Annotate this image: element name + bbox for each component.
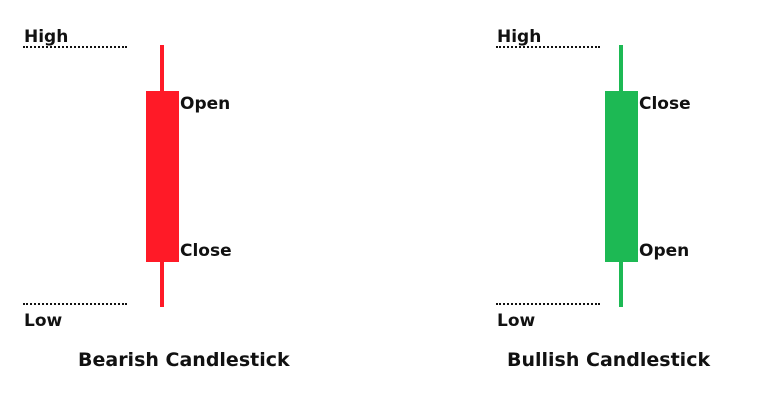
bullish-candlestick-panel: High Close Open Low Bullish Candlestick — [379, 0, 758, 409]
open-label: Open — [639, 241, 690, 261]
low-label: Low — [497, 311, 536, 331]
close-label: Close — [180, 241, 232, 261]
low-dotted-line — [496, 303, 600, 305]
open-label: Open — [180, 94, 231, 114]
high-dotted-line — [23, 46, 127, 48]
high-label: High — [497, 27, 542, 47]
candle-body — [146, 91, 179, 262]
close-label: Close — [639, 94, 691, 114]
caption: Bearish Candlestick — [78, 349, 290, 371]
low-dotted-line — [23, 303, 127, 305]
bearish-candlestick-panel: High Open Close Low Bearish Candlestick — [23, 27, 290, 371]
low-label: Low — [24, 311, 63, 331]
candle-body — [605, 91, 638, 262]
high-label: High — [24, 27, 69, 47]
caption: Bullish Candlestick — [507, 349, 711, 371]
high-dotted-line — [496, 46, 600, 48]
